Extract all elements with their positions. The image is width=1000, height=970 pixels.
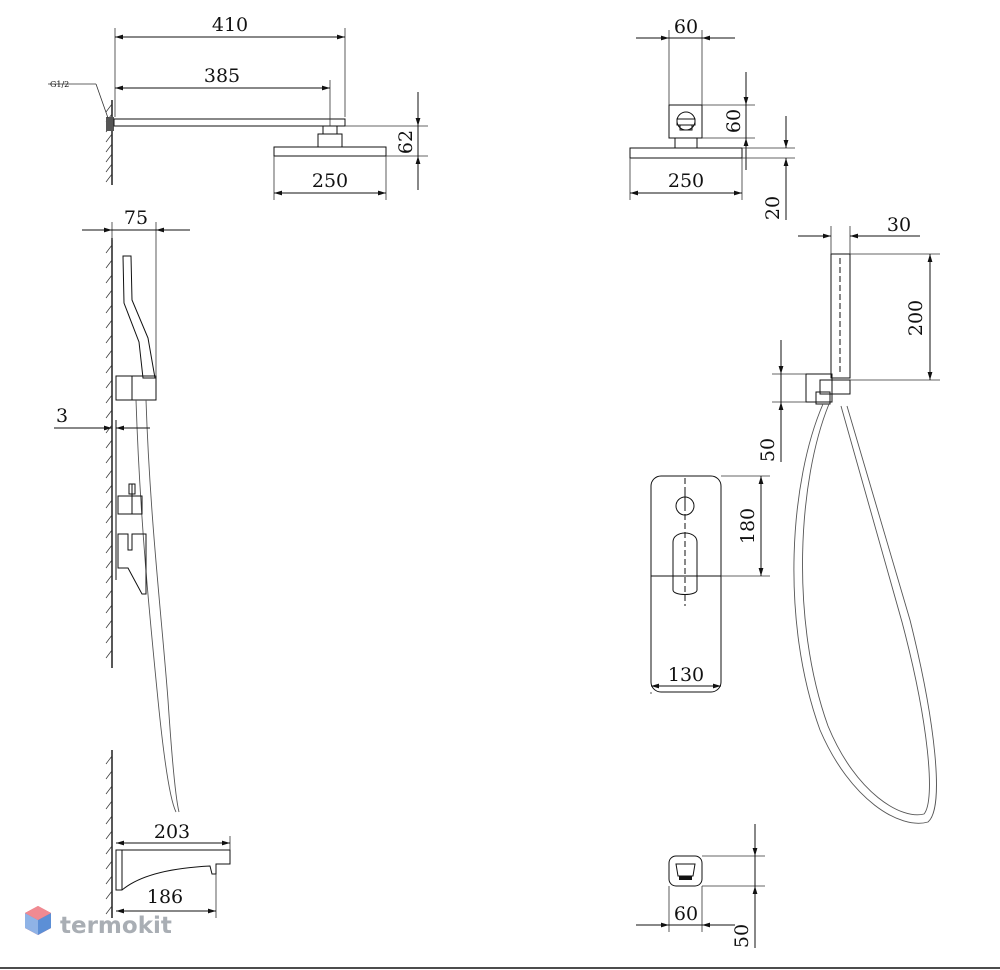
spout-front — [668, 855, 703, 887]
dim-holder-width: 30 — [887, 214, 911, 236]
dim-handheld-depth: 75 — [124, 207, 148, 229]
spout-side-view: 203 186 — [105, 750, 231, 918]
dim-arm-inner: 385 — [204, 65, 240, 87]
dim-spout-length: 203 — [154, 821, 190, 843]
dim-handset-length: 200 — [905, 300, 927, 336]
handset-side — [122, 255, 156, 379]
dim-arm-total: 410 — [212, 14, 248, 36]
rain-head-front — [629, 147, 743, 159]
thread-label: G1/2 — [50, 80, 69, 89]
mixer-side-view: 75 3 — [54, 207, 190, 813]
hose-side-left — [135, 399, 177, 813]
shower-arm — [113, 118, 346, 127]
flange-square — [668, 104, 703, 139]
spout-side — [115, 849, 231, 891]
hose-side-right — [145, 399, 180, 813]
handset-front — [830, 253, 851, 379]
spout-front-view: 60 50 — [636, 824, 765, 948]
holder-front — [805, 373, 833, 403]
shower-head-front-view: 60 60 250 20 — [629, 16, 795, 220]
dim-head-width-side: 250 — [312, 170, 348, 192]
dim-head-width-front: 250 — [668, 170, 704, 192]
dim-holder-height: 50 — [757, 438, 779, 462]
thread-fitting — [106, 117, 114, 131]
logo-icon — [25, 906, 51, 935]
arm-connector — [317, 133, 343, 148]
handset-front-view: 30 200 50 — [757, 214, 940, 824]
dim-plate-gap: 3 — [56, 405, 68, 427]
mixer-lever-side — [117, 533, 147, 595]
dim-spout-width: 60 — [674, 903, 698, 925]
dim-spout-height: 50 — [731, 924, 753, 948]
hose-front-inner — [802, 403, 930, 816]
mixer-plate — [650, 475, 722, 693]
diverter-side — [117, 495, 143, 515]
hose-front-outer — [793, 403, 937, 824]
dim-plate-width: 130 — [668, 664, 704, 686]
mixer-lever-front — [672, 532, 698, 595]
dim-head-height-side: 62 — [395, 130, 417, 154]
dim-head-thickness: 20 — [762, 196, 784, 220]
brand-logo: termokit — [25, 906, 172, 939]
dim-flange-height: 60 — [723, 109, 745, 133]
head-connector — [674, 137, 698, 149]
dim-spout-reach: 186 — [147, 886, 183, 908]
dim-plate-height: 180 — [737, 508, 759, 544]
shower-arm-side-view: G1/2 410 385 62 250 — [48, 14, 428, 200]
mixer-plate-front-view: 180 130 — [650, 475, 770, 694]
dim-flange-width: 60 — [674, 16, 698, 38]
holder-side — [115, 375, 157, 401]
logo-text: termokit — [60, 913, 172, 939]
arm-joint — [322, 125, 338, 135]
rain-head-side — [273, 146, 387, 157]
